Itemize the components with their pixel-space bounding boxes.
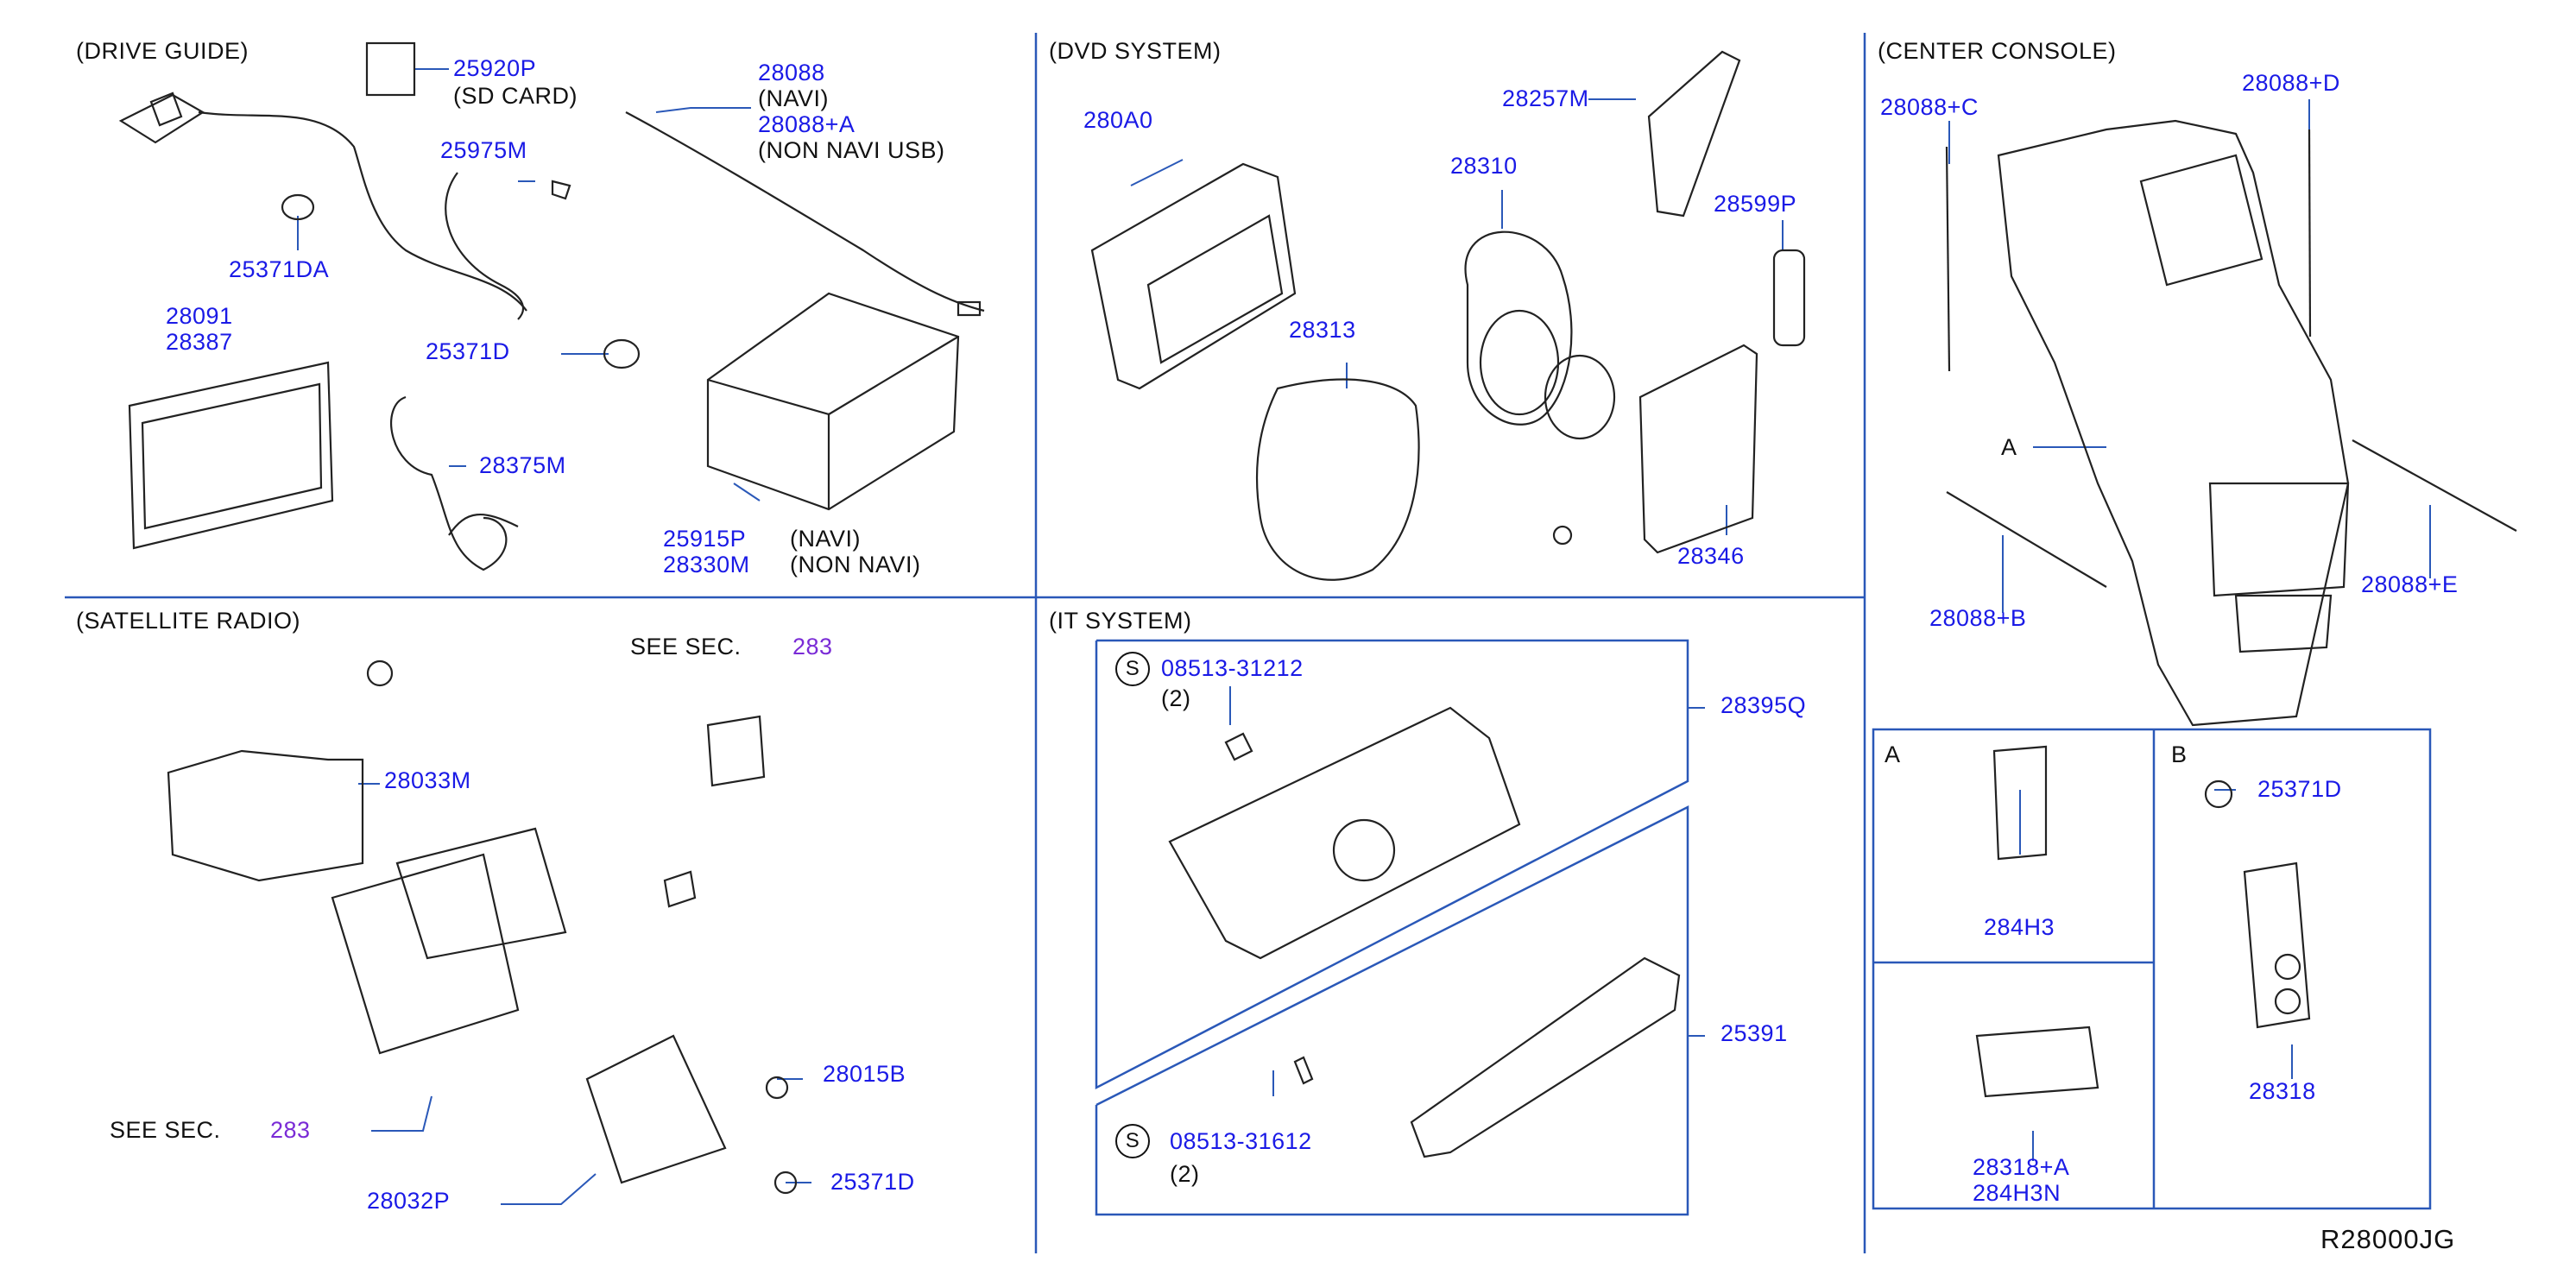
part-25975m: 25975M [440,137,527,163]
part-28395q: 28395Q [1720,692,1807,718]
part-284h3n: 284H3N [1973,1180,2061,1206]
label-sd-card: (SD CARD) [453,83,578,109]
dvd-system-parts [1090,50,1806,581]
part-28088-b: 28088+B [1929,605,2027,631]
drive-guide-parts [118,41,985,571]
part-28599p: 28599P [1714,191,1797,217]
satellite-radio-parts [167,659,798,1195]
part-28387: 28387 [166,329,233,355]
part-28088-e: 28088+E [2361,571,2459,597]
part-28318: 28318 [2249,1078,2316,1104]
part-28015b: 28015B [823,1061,906,1087]
part-28088-d: 28088+D [2242,70,2340,96]
see-sec-ref-1: SEE SEC. [630,634,742,659]
part-08513-31612: 08513-31612 [1170,1128,1312,1154]
console-detail-parts [1975,745,2311,1098]
part-25371d-sat: 25371D [830,1169,915,1195]
part-28313: 28313 [1289,317,1356,343]
label-non-navi: (NON NAVI) [790,552,921,577]
part-28088: 28088 [758,60,825,85]
section-dividers [65,33,1866,1253]
console-detail-boxes [1872,728,2432,1210]
label-navi-2: (NAVI) [790,526,861,552]
section-center-console: (CENTER CONSOLE) [1878,38,2117,64]
section-satellite-radio: (SATELLITE RADIO) [76,608,301,634]
part-25371d-console: 25371D [2257,776,2342,802]
it-system-boxes [1095,639,1689,1216]
part-25920p: 25920P [453,55,537,81]
part-08513-31212: 08513-31212 [1161,655,1304,681]
label-navi: (NAVI) [758,85,829,111]
qty-2: (2) [1170,1161,1200,1187]
qty-1: (2) [1161,685,1191,711]
part-28375m: 28375M [479,452,566,478]
s-symbol-1: S [1115,652,1159,686]
callout-a: A [2001,434,2017,460]
part-25371da: 25371DA [229,256,330,282]
center-console-part [1945,119,2517,727]
part-25915p: 25915P [663,526,747,552]
part-28033m: 28033M [384,767,471,793]
section-drive-guide: (DRIVE GUIDE) [76,38,249,64]
part-28032p: 28032P [367,1188,451,1214]
s-symbol-2: S [1115,1124,1159,1158]
part-25391: 25391 [1720,1020,1788,1046]
part-28088-a: 28088+A [758,111,856,137]
part-28318-a: 28318+A [1973,1154,2070,1180]
detail-b-label: B [2171,741,2188,767]
leader-lines [297,68,2431,1205]
section-dvd-system: (DVD SYSTEM) [1049,38,1222,64]
section-it-system: (IT SYSTEM) [1049,608,1192,634]
diagram-id: R28000JG [2320,1224,2456,1254]
label-non-navi-usb: (NON NAVI USB) [758,137,945,163]
part-280a0: 280A0 [1083,107,1153,133]
part-28310: 28310 [1450,153,1518,179]
see-sec-ref-2: SEE SEC. [110,1117,221,1143]
part-28257m: 28257M [1502,85,1589,111]
it-system-parts [1168,706,1681,1158]
part-28091: 28091 [166,303,233,329]
part-28330m: 28330M [663,552,750,577]
sec-ref-num-2[interactable]: 283 [270,1117,311,1143]
part-28088-c: 28088+C [1880,94,1979,120]
detail-a-label: A [1885,741,1901,767]
part-284h3: 284H3 [1984,914,2055,940]
part-25371d-drive: 25371D [426,338,510,364]
sec-ref-num-1[interactable]: 283 [792,634,833,659]
part-28346: 28346 [1677,543,1745,569]
